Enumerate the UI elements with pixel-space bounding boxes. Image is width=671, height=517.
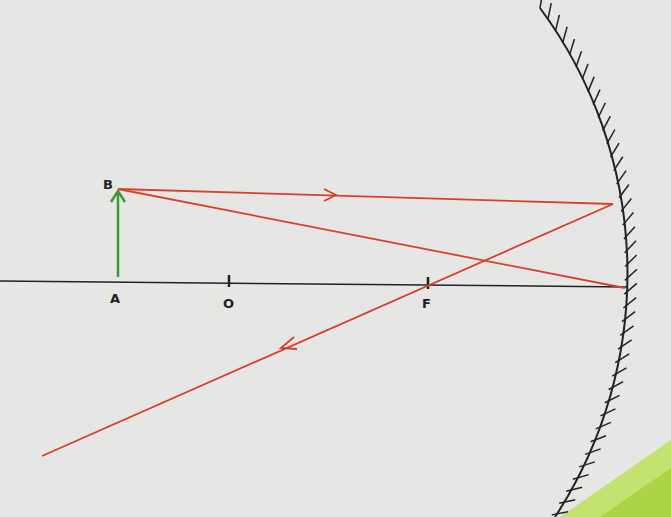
hatch-line [620, 326, 633, 336]
tick-mark [427, 277, 430, 289]
hatch-line [540, 0, 543, 8]
hatch-line [548, 3, 551, 19]
point-label: B [103, 178, 113, 191]
hatch-line [625, 269, 637, 280]
ruler [600, 468, 671, 517]
hatch-line [625, 241, 636, 253]
principal-axis [0, 281, 628, 287]
incident-ray [118, 189, 625, 288]
hatch-line [570, 39, 575, 55]
hatch-line [593, 90, 600, 105]
ray-arrowhead [324, 189, 336, 201]
object-arrow [117, 192, 120, 277]
hatch-line [614, 157, 623, 171]
hatch-line [623, 298, 636, 308]
hatch-line [617, 171, 626, 185]
hatch-line [591, 436, 606, 442]
hatch-line [603, 116, 611, 131]
hatch-line [598, 103, 605, 118]
hatch-line [607, 129, 615, 143]
hatch-line [579, 462, 595, 467]
hatch-line [573, 475, 589, 480]
hatch-line [624, 227, 635, 239]
hatch-line [588, 77, 594, 92]
hatch-line [624, 283, 636, 294]
hatch-line [623, 213, 634, 226]
hatch-line [610, 143, 619, 157]
tick-mark [228, 275, 231, 287]
hatch-line [559, 500, 575, 504]
hatch-line [625, 255, 637, 267]
mirror-hatching [540, 0, 637, 515]
hatch-line [582, 64, 588, 79]
point-label: F [422, 297, 431, 310]
hatch-line [552, 512, 568, 515]
point-label: A [110, 292, 120, 305]
hatch-line [585, 449, 601, 455]
hatch-line [609, 382, 623, 390]
hatch-line [621, 198, 631, 211]
hatch-line [555, 15, 559, 31]
hatch-line [566, 487, 582, 491]
hatch-line [622, 312, 635, 322]
hatch-line [596, 422, 611, 428]
hatch-line [563, 27, 567, 43]
hatch-line [618, 340, 632, 349]
hatch-line [605, 395, 620, 402]
object-arrowhead [111, 191, 125, 202]
point-label: O [223, 297, 234, 310]
hatch-line [576, 51, 581, 67]
hatch-line [600, 409, 615, 416]
reflected-ray [42, 204, 613, 456]
hatch-line [612, 368, 626, 376]
incident-ray [118, 189, 613, 204]
ruler [560, 440, 671, 517]
hatch-line [615, 354, 629, 363]
concave-mirror [540, 8, 627, 517]
ray-arrowhead [281, 337, 297, 349]
hatch-line [619, 184, 629, 197]
